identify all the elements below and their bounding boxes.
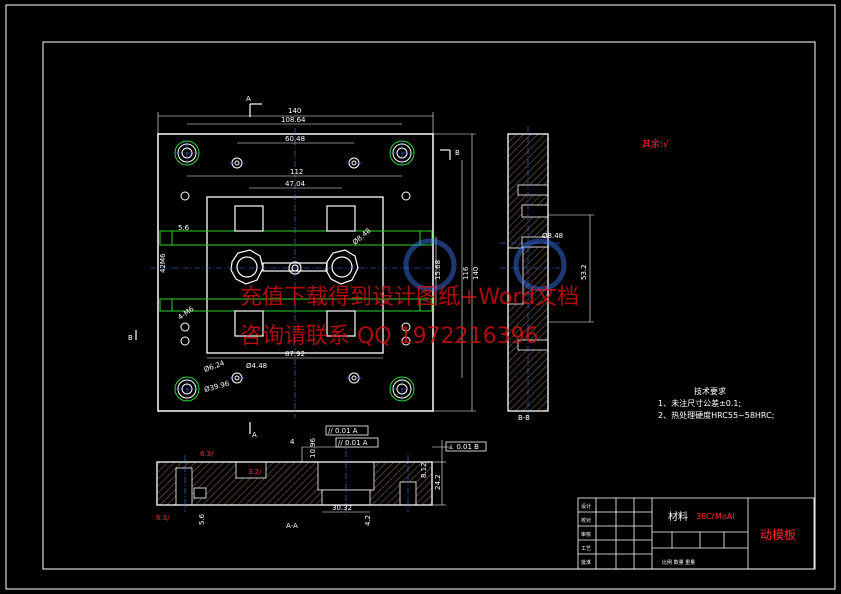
scale-row: 比例 数量 重量 xyxy=(662,559,695,566)
section-label-a-top: A xyxy=(246,95,251,103)
cavity-pockets xyxy=(230,205,359,337)
side-channel-top xyxy=(517,184,549,196)
roughness-mark-3: 6.3/ xyxy=(156,514,170,522)
roughness-other: 其余:√ xyxy=(642,138,669,150)
front-pocket-left xyxy=(175,467,193,506)
dim-42m6: 42M6 xyxy=(159,253,167,273)
watermark-line-1: 充值下载得到设计图纸+Word文档 xyxy=(240,285,579,310)
dim-60-48: 60.48 xyxy=(285,135,305,143)
dim-8-12: 8.12 xyxy=(420,462,428,478)
dim-53-2: 53.2 xyxy=(580,264,588,280)
section-label-a-bottom: A xyxy=(252,431,257,439)
dim-140-right: 140 xyxy=(472,267,480,280)
title-row-3: 审核 xyxy=(581,531,591,538)
front-outline xyxy=(156,461,433,506)
title-row-5: 批准 xyxy=(581,559,591,566)
dim-108-64: 108.64 xyxy=(281,116,306,124)
roughness-marks: 其余:√ 6.3/ 3.2/ 6.3/ xyxy=(156,138,669,522)
dim-140-top: 140 xyxy=(288,107,301,115)
dim-47-04: 47.04 xyxy=(285,180,306,188)
plan-dimension-lines xyxy=(157,112,476,412)
plan-view: 140 108.64 60.48 112 47.04 87.92 5.6 42M… xyxy=(128,95,480,439)
watermark-logo-ring xyxy=(403,238,457,292)
section-label-b-top: B xyxy=(455,149,460,157)
dim-5-6: 5.6 xyxy=(178,224,190,232)
tech-req-line-1: 1、未注尺寸公差±0.1; xyxy=(658,398,741,408)
material-value: 38CrMoAl xyxy=(696,512,735,521)
technical-requirements: 技术要求 1、未注尺寸公差±0.1; 2、热处理硬度HRC55~58HRC; xyxy=(658,386,774,420)
dim-15-68: 15.68 xyxy=(434,260,442,280)
sheet-inner-border xyxy=(42,41,816,570)
watermark-logo-ring-2 xyxy=(513,238,567,292)
dim-30-32: 30.32 xyxy=(332,504,352,512)
dim-10-96: 10.96 xyxy=(309,437,317,458)
center-lines xyxy=(150,128,440,418)
roughness-mark-1: 6.3/ xyxy=(200,450,214,458)
dim-4-front: 4 xyxy=(290,438,295,446)
dim-phi-6-24: Ø6.24 xyxy=(203,359,226,374)
dim-87-92: 87.92 xyxy=(285,350,305,358)
front-pocket-step xyxy=(193,487,207,499)
dim-5-6-front: 5.6 xyxy=(198,513,206,525)
dim-116: 116 xyxy=(462,266,470,280)
dim-112: 112 xyxy=(290,168,303,176)
tolerance-text-3: ⊥ 0.01 B xyxy=(448,443,479,451)
tolerance-text-1: // 0.01 A xyxy=(328,427,358,435)
side-channel-mid-1 xyxy=(521,204,549,218)
watermark-line-2: 咨询请联系 QQ 1972216396 xyxy=(240,324,539,349)
side-section-view: 53.2 Ø8.48 xyxy=(500,126,594,418)
front-hatch-fill xyxy=(157,462,432,505)
tech-req-line-2: 2、热处理硬度HRC55~58HRC; xyxy=(658,410,774,420)
material-label: 材料 xyxy=(668,510,688,523)
tolerance-frame-1: // 0.01 A xyxy=(325,425,369,436)
title-row-1: 设计 xyxy=(581,503,591,510)
dim-24-2: 24.2 xyxy=(434,474,442,490)
section-label-bb: B-B xyxy=(518,414,530,422)
tech-req-title: 技术要求 xyxy=(694,386,726,396)
dim-phi-39-96: Ø39.96 xyxy=(203,379,230,393)
title-block xyxy=(577,497,815,570)
dim-4-2: 4.2 xyxy=(364,515,372,526)
watermark: 充值下载得到设计图纸+Word文档 咨询请联系 QQ 1972216396 xyxy=(240,238,579,349)
title-row-2: 校对 xyxy=(581,517,591,524)
dim-phi-8-48-side: Ø8.48 xyxy=(542,232,563,240)
dim-phi-4-48: Ø4.48 xyxy=(246,362,267,370)
part-name: 动模板 xyxy=(760,528,796,542)
section-markers xyxy=(135,103,451,434)
section-label-b-bottom: B xyxy=(128,334,133,342)
sheet-outer-border xyxy=(5,4,836,590)
section-label-aa: A-A xyxy=(286,522,298,530)
title-row-4: 工艺 xyxy=(581,546,591,552)
tolerance-text-2: // 0.01 A xyxy=(338,439,368,447)
plate-outline xyxy=(157,133,434,412)
tolerance-frame-2: // 0.01 A xyxy=(335,437,379,448)
dim-4-m6: 4-M6 xyxy=(177,305,196,322)
roughness-mark-2: 3.2/ xyxy=(248,468,262,476)
tolerance-frame-3: ⊥ 0.01 B xyxy=(445,441,487,452)
front-section-view: 5.6 4 10.96 8.12 24.2 30.32 4.2 // 0.01 … xyxy=(156,414,530,530)
dim-phi-8-48: Ø8.48 xyxy=(351,227,372,247)
